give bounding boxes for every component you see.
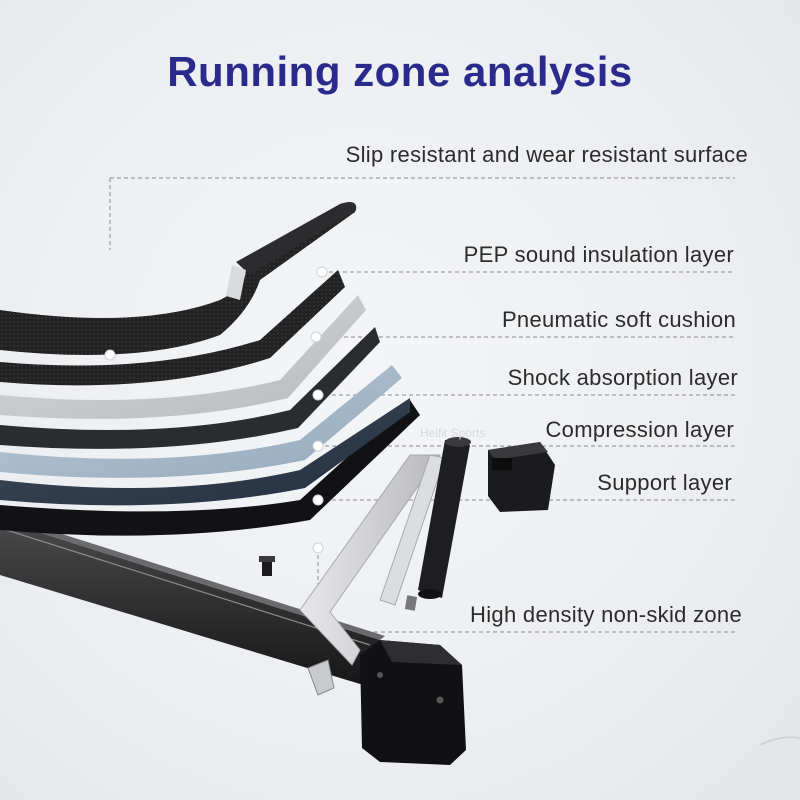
leader-line-surface [109,177,735,250]
marker-dots [104,266,328,554]
marker-dot-cushion [310,331,322,343]
layer-belt-lower [0,270,345,386]
label-shock-absorption: Shock absorption layer [507,365,738,390]
screw-part [259,556,275,576]
layer-shock-absorption [0,365,402,478]
label-pneumatic-soft-cushion: Pneumatic soft cushion [501,307,736,332]
end-cap-lower [360,640,466,765]
marker-dot-surface [104,349,116,361]
marker-dot-shock [312,389,324,401]
label-pep-sound-insulation: PEP sound insulation layer [463,242,734,267]
frame-rail [0,516,385,690]
marker-dot-nonskid [312,542,324,554]
clip-part [307,659,335,696]
layer-pep-insulation [0,295,366,419]
label-support: Support layer [597,470,732,495]
layer-compression [0,398,410,506]
label-high-density-non-skid: High density non-skid zone [470,602,742,627]
end-cap-upper [488,442,555,512]
label-slip-resistant-surface: Slip resistant and wear resistant surfac… [345,142,748,167]
layer-pneumatic-cushion [0,327,380,449]
roller [404,437,471,611]
diagram-title: Running zone analysis [167,48,633,95]
marker-dot-compression [312,440,324,452]
label-compression: Compression layer [545,417,734,442]
watermark: Helfit Sports [420,426,485,440]
decorative-swoosh [759,736,800,746]
marker-dot-pep [316,266,328,278]
marker-dot-support [312,494,324,506]
layer-belt-surface [0,202,357,355]
